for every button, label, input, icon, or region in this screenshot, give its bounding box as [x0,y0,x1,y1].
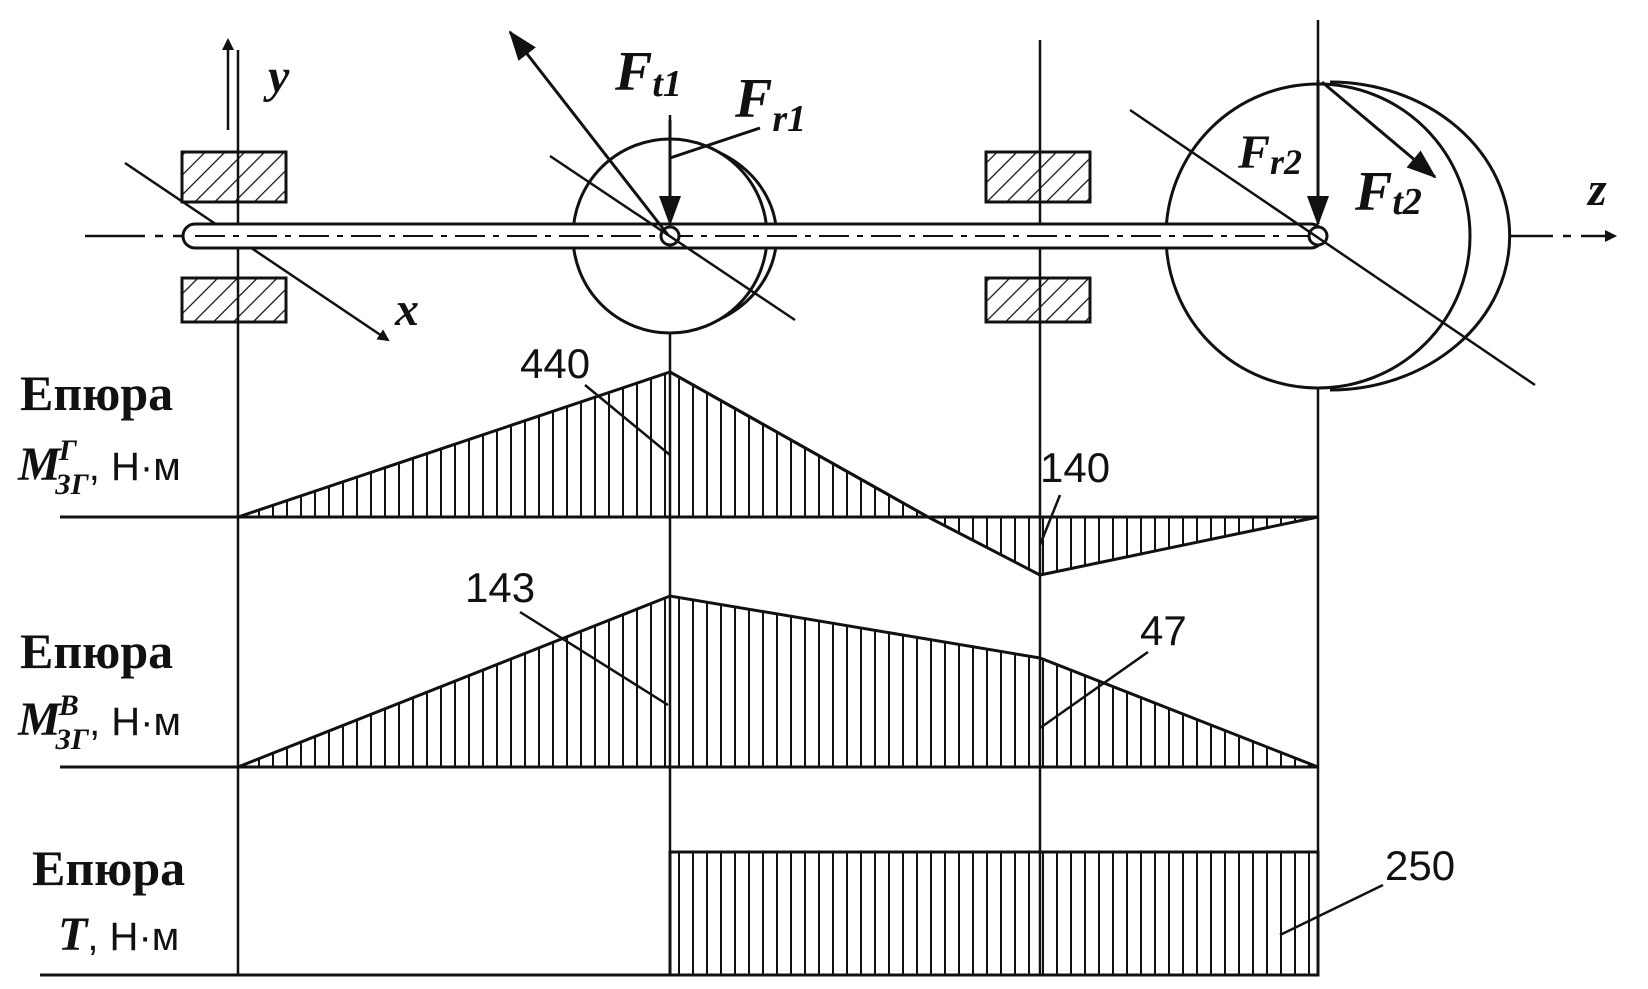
v-peak-label: 143 [465,564,535,611]
svg-text:Ft2: Ft2 [1354,161,1422,223]
h-diagram-title: Епюра [20,365,173,421]
force-label-fr2: Fr2 [1237,126,1302,182]
bearing-a-top [180,150,288,204]
force-label-fr1: Fr1 [734,68,806,140]
t-diagram-title: Епюра [32,840,185,896]
svg-text:Fr2: Fr2 [1237,126,1302,182]
t-leader-250 [1279,883,1384,937]
svg-text:Fr1: Fr1 [734,68,806,140]
force-label-ft1: Ft1 [614,41,682,105]
h-leader-440 [584,384,671,456]
t-diagram-area [668,850,1320,977]
ft1-arrow [508,30,670,236]
gear-planes [549,108,1536,387]
v-leader-143 [519,610,669,707]
t-value-label: 250 [1385,842,1455,889]
x-axis [124,161,390,342]
v-diagram-area [237,594,1319,769]
force-arrows [508,30,1437,236]
ft2-arrow [1321,80,1437,179]
y-axis-label: y [263,50,290,103]
v-mid-label: 47 [1140,607,1187,654]
bearing-b-top [984,150,1092,204]
v-diagram-title: Епюра [20,623,173,679]
svg-text:Ft1: Ft1 [614,41,682,105]
t-diagram-units: T, Н·м [58,908,179,961]
v-leader-47 [1039,650,1149,730]
h-min-label: 140 [1040,444,1110,491]
h-diagram-area [237,370,934,519]
shaft [181,222,1325,250]
bearing-a-bottom [180,276,288,324]
bearing-b [984,150,1092,324]
torque-diagram: 250 Епюра T, Н·м [32,840,1455,977]
x-axis-label: x [394,283,419,336]
fr1-leader [669,126,761,160]
h-diagram-negative [927,515,1319,577]
h-leader-140 [1038,494,1062,546]
h-peak-label: 440 [520,340,590,387]
bearing-b-bottom [984,276,1092,324]
bearing-a [180,150,288,324]
z-axis-label: z [1586,163,1607,216]
force-label-ft2: Ft2 [1354,161,1422,223]
